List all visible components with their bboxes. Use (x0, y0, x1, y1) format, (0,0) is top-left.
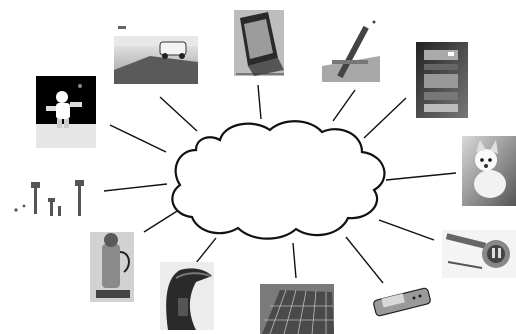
connector-street-car (160, 97, 197, 131)
cloud-shape (172, 121, 384, 238)
sensor-pins-photo-icon (14, 180, 84, 216)
connector-pump-device (144, 208, 182, 232)
dog-photo-icon (462, 136, 516, 206)
connector-mobile-phone (346, 237, 383, 283)
pen-tablet-photo-icon (322, 21, 380, 83)
server-rack-photo-icon (416, 42, 468, 118)
connector-power-plug (379, 220, 434, 240)
connector-laptop (258, 85, 261, 119)
connector-car-seat (196, 238, 216, 263)
connector-pen-tablet (333, 90, 355, 121)
connector-dog (386, 173, 456, 180)
connector-astronaut (110, 125, 166, 152)
mobile-phone-photo-icon (372, 287, 432, 316)
solar-panels-photo-icon (260, 284, 334, 334)
laptop-photo-icon (234, 10, 284, 76)
street-car-photo-icon (114, 26, 198, 84)
astronaut-photo-icon (36, 76, 96, 148)
pump-device-photo-icon (90, 232, 134, 302)
power-plug-photo-icon (442, 230, 516, 278)
connector-server-rack (364, 98, 406, 138)
connector-solar-panels (293, 243, 296, 278)
car-seat-photo-icon (160, 262, 214, 330)
connector-sensor-pins (104, 184, 167, 191)
